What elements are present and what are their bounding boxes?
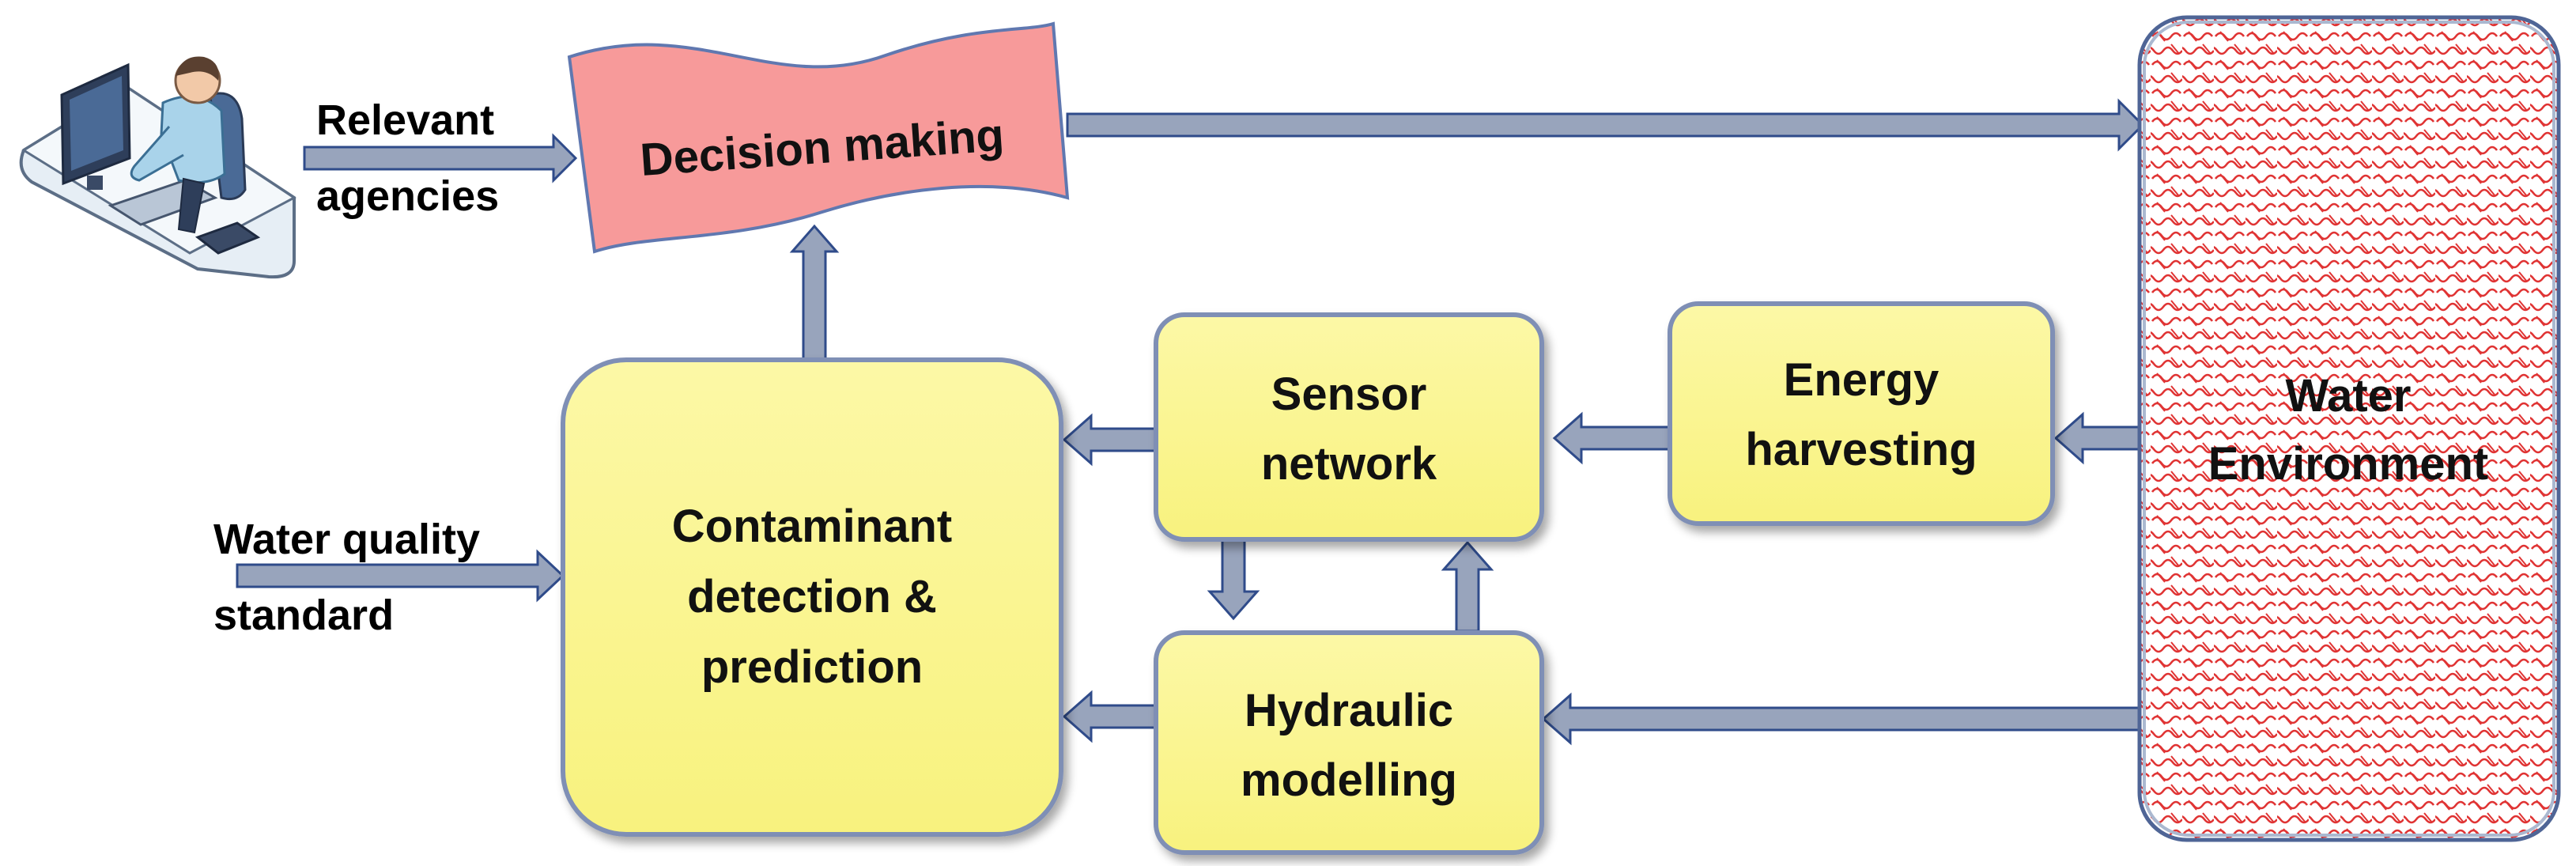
relevant-agencies-line-1: Relevant [316,96,494,144]
hydraulic-modelling-line-1: Hydraulic [1245,685,1453,736]
arrows [236,98,2145,746]
sensor-network-line-1: Sensor [1271,369,1427,420]
sensor-network-line-2: network [1261,438,1437,490]
label-relevant-agencies: Relevant agencies [316,96,499,220]
label-water-quality-standard: Water quality standard [213,516,480,639]
water-environment-node: Water Environment [2137,15,2561,842]
relevant-agencies-line-2: agencies [316,172,499,220]
arrow-hydraulic-to-sensor [1441,540,1494,633]
arrow-water-to-energy [2053,411,2141,465]
water-quality-standard-line-1: Water quality [213,516,480,563]
person-at-computer-desk-icon [19,56,297,279]
water-environment-line-1: Water [2286,370,2412,422]
water-environment-line-2: Environment [2208,438,2489,490]
arrow-water-to-hydraulic [1541,692,2141,746]
arrow-hydraulic-to-detection [1062,690,1158,743]
decision-making-node: Decision making [567,21,1070,254]
energy-harvesting-node: Energy harvesting [1668,301,2055,526]
arrow-energy-to-sensor [1552,411,1671,465]
contaminant-detection-node: Contaminant detection & prediction [561,357,1063,837]
arrow-agencies-to-decision [303,133,578,183]
contaminant-detection-line-1: Contaminant [672,501,952,552]
arrow-sensor-to-hydraulic [1207,538,1260,621]
arrow-decision-to-water [1066,98,2145,152]
hydraulic-modelling-node: Hydraulic modelling [1154,630,1544,855]
hydraulic-modelling-line-2: modelling [1241,754,1457,806]
water-quality-standard-line-2: standard [213,592,394,639]
energy-harvesting-line-1: Energy [1784,354,1940,406]
energy-harvesting-line-2: harvesting [1745,424,1977,475]
arrow-sensor-to-detection [1062,413,1158,467]
sensor-network-node: Sensor network [1154,312,1544,542]
contaminant-detection-line-2: detection & [687,571,937,622]
arrow-standard-to-detection [236,549,565,603]
arrow-detection-to-decision [789,224,840,361]
contaminant-detection-line-3: prediction [701,641,923,693]
